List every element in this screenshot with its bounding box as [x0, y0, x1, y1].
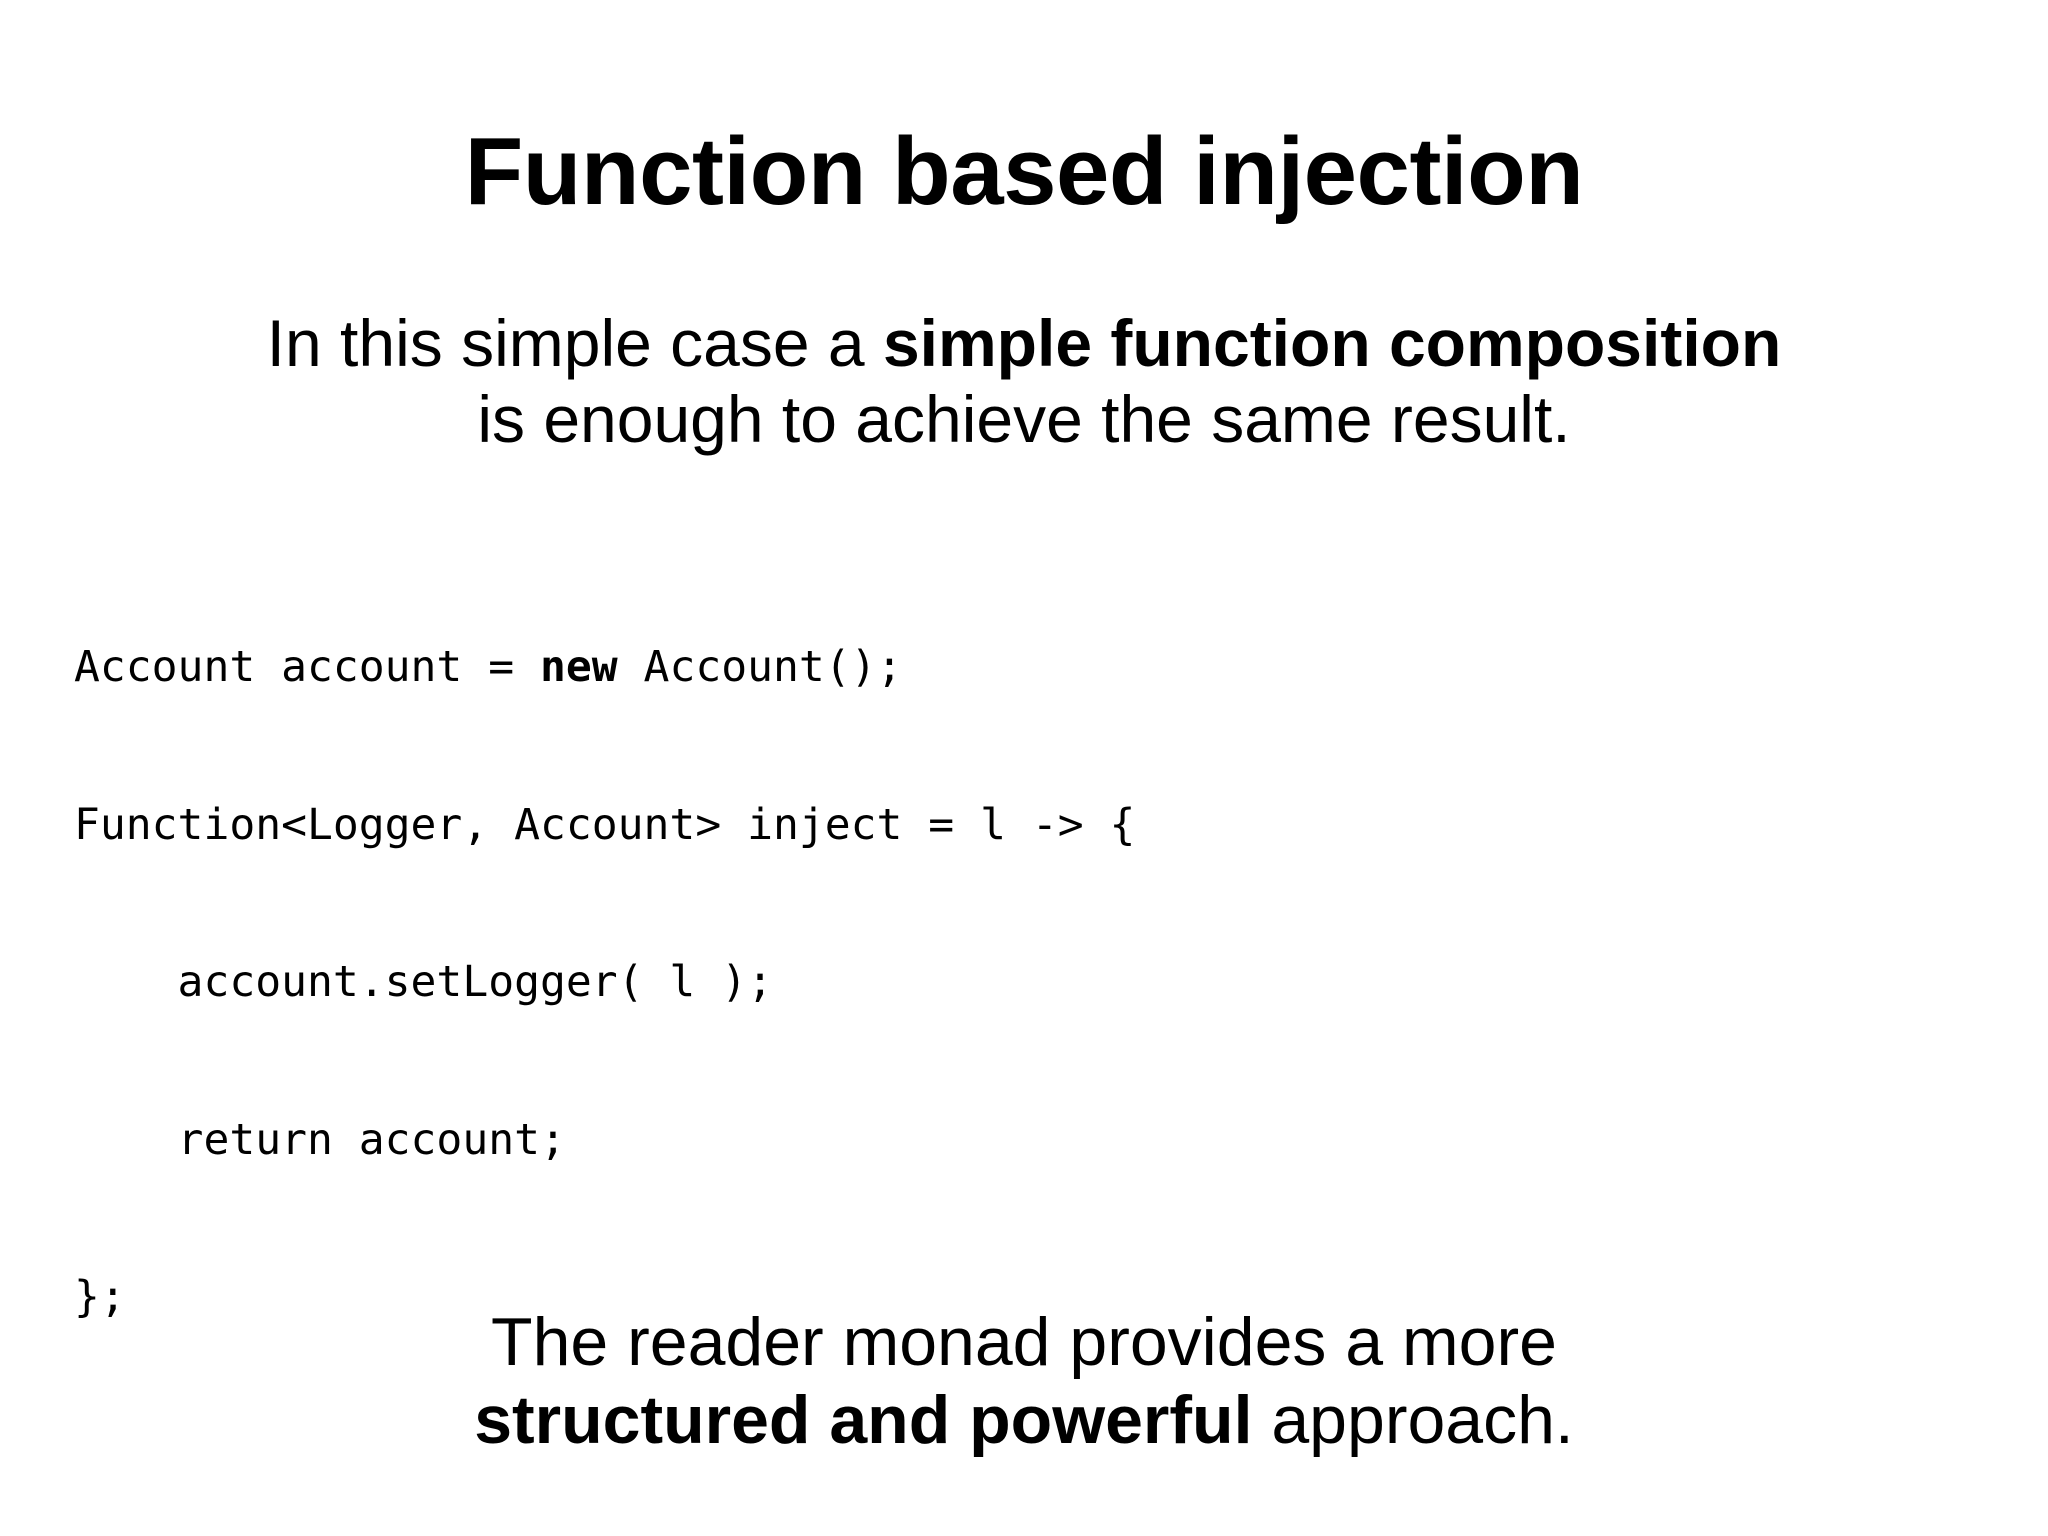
- closing-line-2: structured and powerful approach.: [60, 1382, 1988, 1460]
- subtitle-block: In this simple case a simple function co…: [60, 306, 1988, 458]
- code-line-2: Function<Logger, Account> inject = l -> …: [74, 799, 1136, 850]
- code-line-1-part-b: Account();: [617, 642, 903, 692]
- subtitle-line-2: is enough to achieve the same result.: [477, 381, 1571, 456]
- code-keyword-new: new: [540, 642, 618, 692]
- closing-statement: The reader monad provides a more structu…: [60, 1304, 1988, 1459]
- subtitle-line-1-emphasis: simple function composition: [882, 306, 1782, 380]
- subtitle-line-1: In this simple case a simple function co…: [60, 306, 1988, 382]
- code-line-3: account.setLogger( l );: [74, 957, 773, 1007]
- code-block: Account account = new Account(); Functio…: [74, 536, 2034, 1536]
- closing-line-2-suffix: approach.: [1252, 1381, 1574, 1458]
- code-line-4: return account;: [74, 1114, 566, 1165]
- page-title: Function based injection: [464, 118, 1584, 225]
- closing-line-1: The reader monad provides a more: [491, 1304, 1557, 1380]
- closing-line-2-emphasis: structured and powerful: [474, 1381, 1253, 1458]
- subtitle-line-1-prefix: In this simple case a: [266, 306, 883, 380]
- code-line-1-part-a: Account account =: [74, 642, 540, 692]
- code-line-1: Account account = new Account();: [74, 641, 2034, 694]
- code-line-5: };: [74, 1272, 126, 1322]
